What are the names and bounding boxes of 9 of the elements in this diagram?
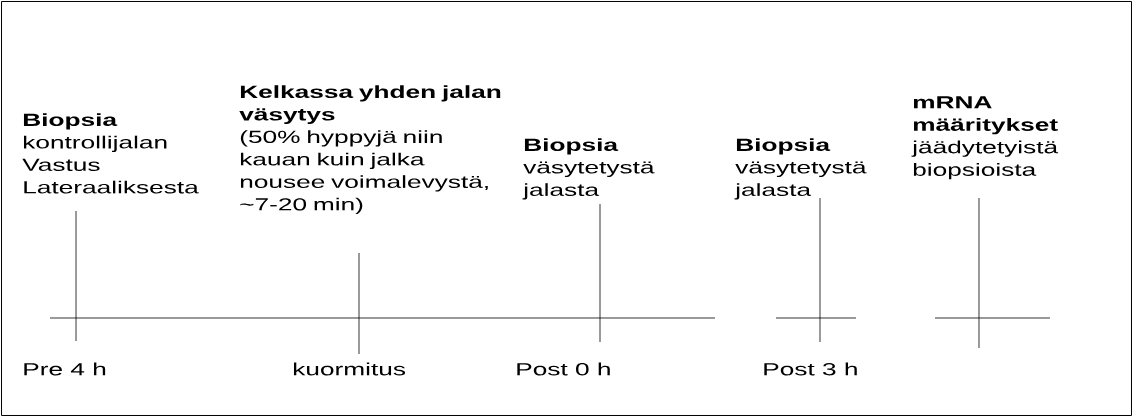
annotation-text: Kelkassa yhden jalan väsytys (50% hyppyjä niin kauan kuin jalka nousee voimalevystä, ~7-20 min)	[239, 85, 501, 214]
annotation-text: mRNA määritykset jäädytetyistä biopsioista	[911, 96, 1059, 180]
time-label: kuormitus	[294, 362, 406, 376]
time-label: Pre 4 h	[24, 362, 106, 376]
time-label: Post 0 h	[517, 362, 610, 376]
annotation-text: Biopsia kontrollijalan Vastus Lateraaliksesta	[22, 113, 199, 194]
time-label: Post 3 h	[764, 362, 857, 376]
annotation-text: Biopsia väsytetystä jalasta	[734, 138, 867, 200]
annotation-text: Biopsia väsytetystä jalasta	[522, 138, 655, 200]
